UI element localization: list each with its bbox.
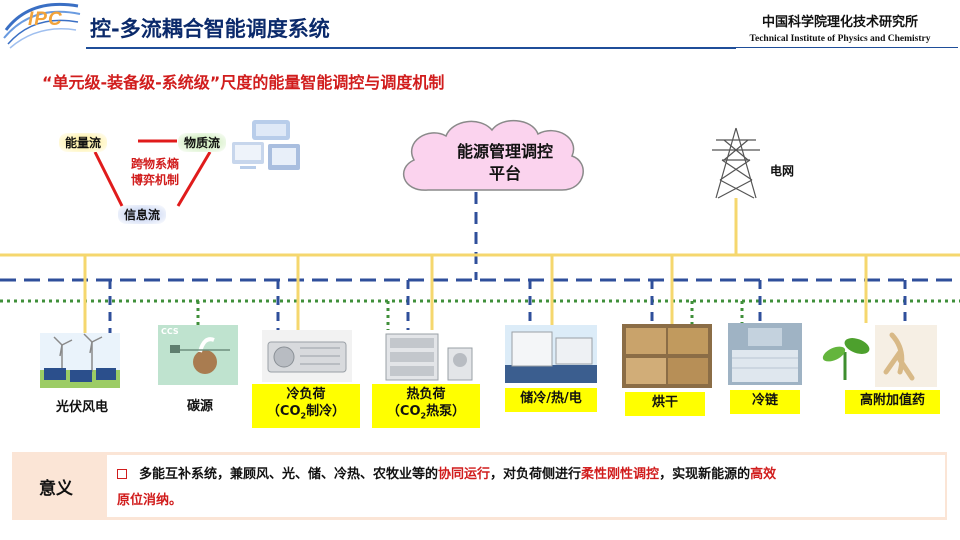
heat-load-subtitle: （CO2热泵）: [386, 404, 466, 421]
cloud-shape: [403, 119, 584, 191]
logo-text: IPC: [28, 9, 63, 30]
power-tower-icon: [712, 127, 760, 199]
checkbox-bullet-icon: [117, 469, 127, 479]
ccs-tag: CCS: [161, 327, 179, 336]
ipc-logo: IPC: [0, 0, 85, 52]
game-mechanism-label: 跨物系熵 博弈机制: [120, 156, 190, 188]
info-flow-label: 信息流: [118, 205, 167, 224]
carbon-source-image: [158, 325, 238, 385]
title-divider-thin: [736, 47, 958, 48]
cold-chain-image: [728, 323, 802, 385]
game-mechanism-line1: 跨物系熵: [130, 157, 179, 171]
institute-name-cn: 中国科学院理化技术研究所: [761, 15, 918, 30]
link-energy-info: [93, 151, 124, 207]
carbon-source-label: 碳源: [186, 399, 213, 414]
game-mechanism-line2: 博弈机制: [130, 173, 179, 187]
platform-label: 能源管理调控 平台: [420, 141, 590, 185]
energy-flow-label: 能量流: [59, 133, 108, 152]
page-title: 控-多流耦合智能调度系统: [90, 17, 330, 41]
link-matter-info: [176, 151, 212, 207]
pv-wind-label: 光伏风电: [55, 400, 108, 415]
computer-network-icon: [232, 120, 300, 170]
heat-load-box: 热负荷 （CO2热泵）: [372, 384, 480, 428]
title-divider: [86, 47, 736, 49]
drying-image: [622, 324, 712, 388]
section-subtitle: “单元级-装备级-系统级”尺度的能量智能调控与调度机制: [42, 73, 445, 92]
cold-load-subtitle: （CO2制冷）: [266, 404, 346, 421]
drying-label: 烘干: [625, 392, 705, 416]
cold-chain-label: 冷链: [730, 390, 800, 414]
matter-flow-label: 物质流: [178, 133, 227, 152]
medicine-image: [815, 323, 940, 388]
pv-wind-image: [40, 333, 120, 388]
platform-line2: 平台: [488, 164, 521, 183]
platform-line1: 能源管理调控: [456, 142, 553, 161]
storage-label: 储冷/热/电: [505, 388, 597, 412]
cold-load-box: 冷负荷 （CO2制冷）: [252, 384, 360, 428]
info-drops: [108, 280, 907, 335]
institute-name-en: Technical Institute of Physics and Chemi…: [749, 34, 931, 44]
meaning-text: 多能互补系统，兼顾风、光、储、冷热、农牧业等的协同运行，对负荷侧进行柔性刚性调控…: [106, 454, 946, 518]
meaning-label: 意义: [39, 478, 73, 499]
cold-load-image: [262, 330, 352, 382]
heat-load-image: [382, 330, 477, 382]
ipc-logo-graphic: [3, 2, 81, 49]
storage-image: [505, 325, 597, 383]
cold-load-title: 冷负荷: [286, 387, 326, 402]
matter-drops: [196, 301, 744, 330]
medicine-label: 高附加值药: [845, 390, 940, 414]
heat-load-title: 热负荷: [406, 387, 446, 402]
power-grid-label: 电网: [770, 164, 795, 178]
power-drops: [83, 255, 868, 335]
